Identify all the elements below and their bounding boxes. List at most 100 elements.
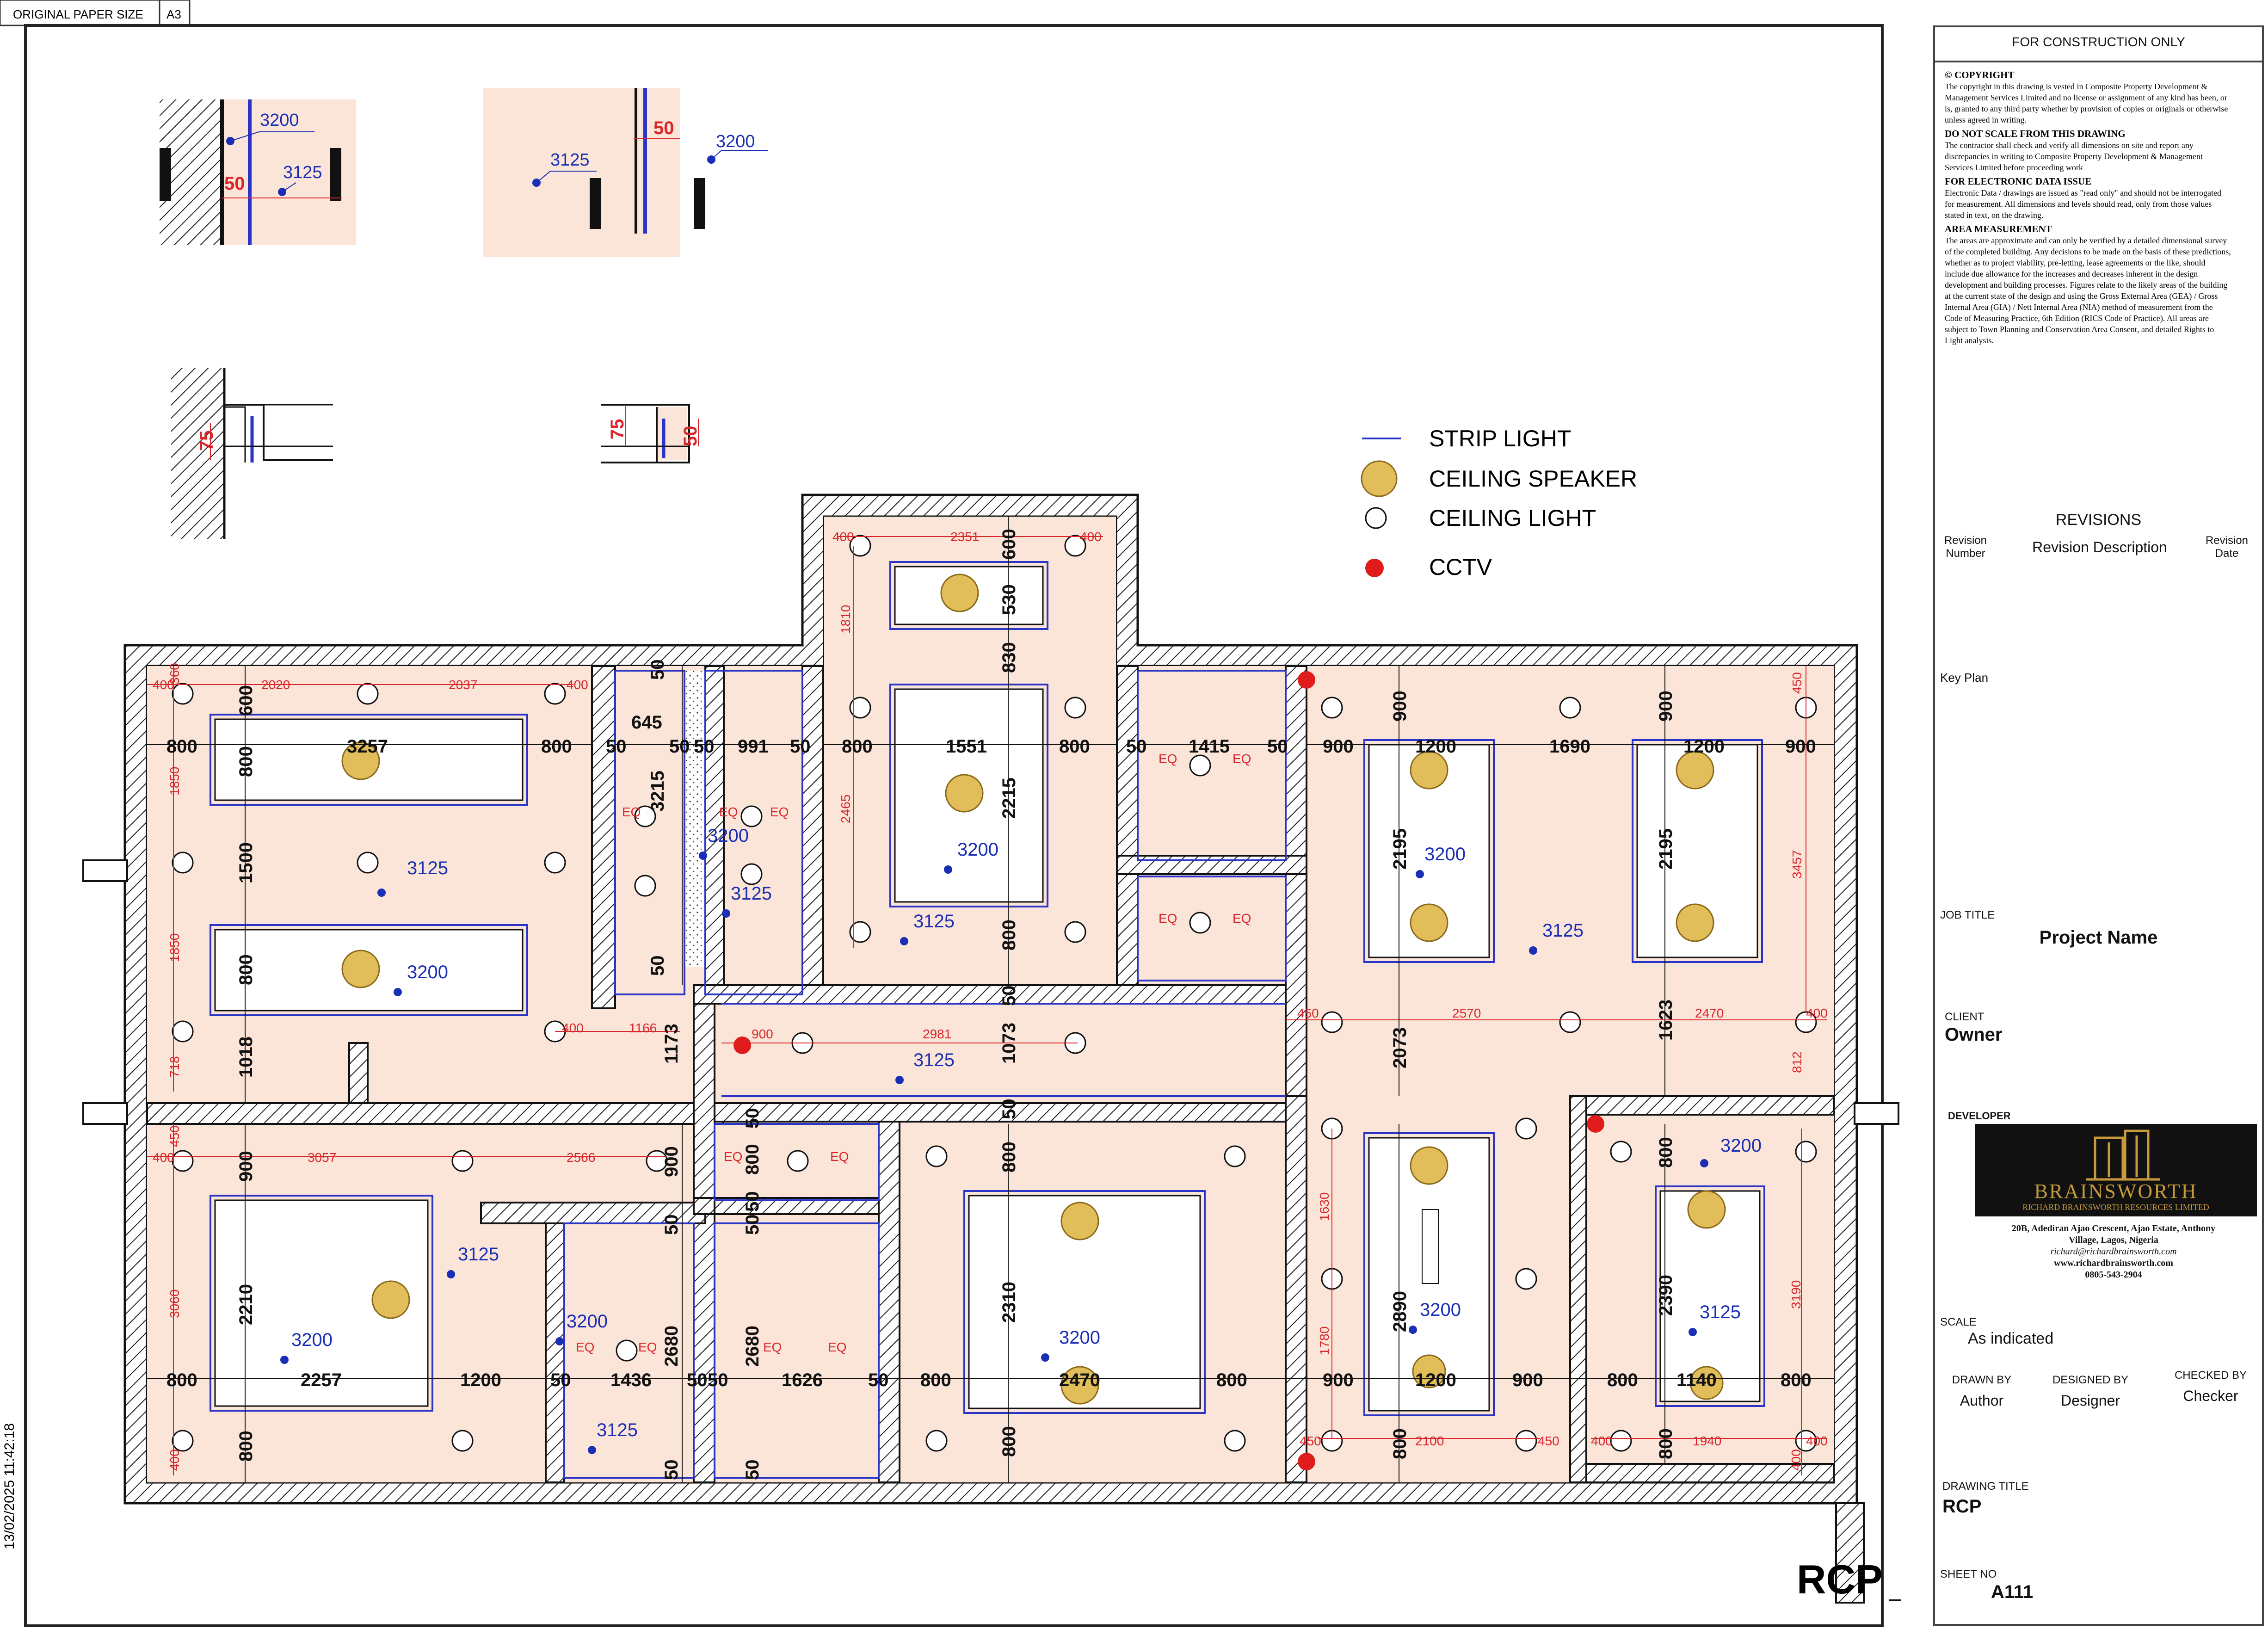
note-copyright-text: The copyright in this drawing is vested … [1945,82,2228,124]
dim-text: 800 [999,1426,1019,1457]
key-plan-label: Key Plan [1940,671,1989,685]
dim-text: 1173 [661,1024,682,1064]
dim-text: 2195 [1390,828,1410,870]
dim-text: 50 [669,736,690,757]
dim-text: 800 [999,1142,1019,1172]
dim-text: 1200 [1683,736,1725,757]
dim-text: 800 [1781,1370,1812,1390]
red-dim: 718 [167,1056,182,1078]
dim-text: 50 [742,1215,763,1235]
detail-2: 50 3125 3200 [483,88,768,257]
legend: STRIP LIGHT CEILING SPEAKER CEILING LIGH… [1361,426,1637,580]
eq-mark: EQ [770,805,789,819]
strip-lights [210,561,1765,1479]
dim-text: 50 [661,1215,682,1235]
dim-text: 2680 [661,1326,682,1367]
red-dim: 2981 [923,1027,951,1041]
legend-cctv: CCTV [1429,554,1492,580]
job-title-label: JOB TITLE [1940,909,1995,921]
designed-by-value: Designer [2060,1392,2120,1409]
eq-mark: EQ [1233,752,1251,766]
red-dim: 400 [562,1021,584,1035]
checked-by-label: CHECKED BY [2174,1369,2247,1382]
legend-strip-light: STRIP LIGHT [1429,426,1571,451]
logo-name: BRAINSWORTH [2034,1180,2198,1203]
revision-description-header: Revision Description [2032,539,2167,555]
red-dim: 1166 [629,1021,657,1035]
dim-text: 50 [868,1370,889,1390]
dim-text: 800 [236,954,256,985]
red-dim: 400 [1080,530,1102,544]
red-dim: 900 [752,1027,773,1041]
level-tag: 3125 [1542,920,1584,941]
dim-text: 800 [166,736,197,757]
red-dim: 3060 [167,1290,182,1318]
dim-text: 2073 [1390,1027,1410,1068]
red-dim: 360 [167,663,182,685]
designed-by-label: DESIGNED BY [2052,1374,2129,1386]
eq-mark: EQ [1233,911,1251,926]
dim-text: 3215 [647,771,668,812]
cctv-symbol [1365,559,1384,577]
ceiling-speaker-symbol [1361,460,1398,497]
dim-text: 900 [1512,1370,1543,1390]
dim-text: 1200 [460,1370,501,1390]
dim-text: 50 [1126,736,1147,757]
dim-text: 2390 [1656,1275,1676,1316]
red-dim: 1850 [167,933,182,962]
detail-4-height: 75 [607,419,628,440]
level-tag: 3200 [1420,1300,1461,1320]
eq-mark: EQ [1159,911,1177,926]
drawing-border [24,24,1884,1627]
revision-date-header: Revision Date [2205,534,2249,560]
red-dim: 2351 [950,530,979,544]
title-block-header: FOR CONSTRUCTION ONLY [2012,35,2185,49]
dim-text: 2215 [999,777,1019,819]
level-tag: 3125 [1700,1302,1741,1322]
detail-2-level-left: 3125 [550,150,590,170]
revisions-heading: REVISIONS [2055,511,2142,529]
dim-text: 1436 [610,1370,652,1390]
dim-text: 2890 [1390,1291,1410,1332]
red-dim: 400 [153,678,174,692]
ceiling-lights [172,535,1817,1452]
developer-logo: BRAINSWORTH RICHARD BRAINSWORTH RESOURCE… [1975,1124,2257,1216]
detail-1: 3200 3125 50 [160,99,356,245]
red-dim: 400 [1806,1006,1828,1020]
eq-mark: EQ [763,1340,782,1354]
note-area-heading: AREA MEASUREMENT [1945,223,2052,234]
eq-mark: EQ [638,1340,657,1354]
eq-mark: EQ [1159,752,1177,766]
dim-text: 50 [661,1460,682,1481]
red-dim: 400 [1591,1434,1613,1448]
detail-2-gap: 50 [653,118,674,138]
dim-text: 900 [1656,691,1676,722]
dim-text: 50 [687,1370,708,1390]
dim-text: 1140 [1676,1370,1717,1390]
eq-mark: EQ [828,1340,846,1354]
level-tag: 3200 [407,962,448,982]
dim-text: 800 [541,736,572,757]
red-dim: 1810 [838,605,853,634]
dim-text: 3257 [347,736,388,757]
level-tag: 3125 [913,1050,955,1070]
red-dim: 2465 [838,795,853,823]
interior-walls [146,665,1835,1483]
dim-text: 50 [999,986,1019,1006]
red-dim: 2020 [261,678,290,692]
dim-text: 50 [708,1370,728,1390]
eq-mark: EQ [622,805,641,819]
dim-text: 800 [920,1370,951,1390]
sheet-no: A111 [1991,1582,2034,1602]
detail-1-level-top: 3200 [260,111,299,130]
eq-mark: EQ [719,805,738,819]
note-area-text: The areas are approximate and can only b… [1945,236,2231,345]
developer-email: richard@richardbrainsworth.com [2050,1246,2177,1257]
dim-text: 2257 [301,1370,342,1390]
dim-text: 50 [647,660,668,680]
ceiling-coffers [214,566,1761,1412]
level-tag: 3125 [597,1420,638,1440]
cctv-cameras [733,671,1604,1470]
dim-text: 50 [742,1460,763,1481]
